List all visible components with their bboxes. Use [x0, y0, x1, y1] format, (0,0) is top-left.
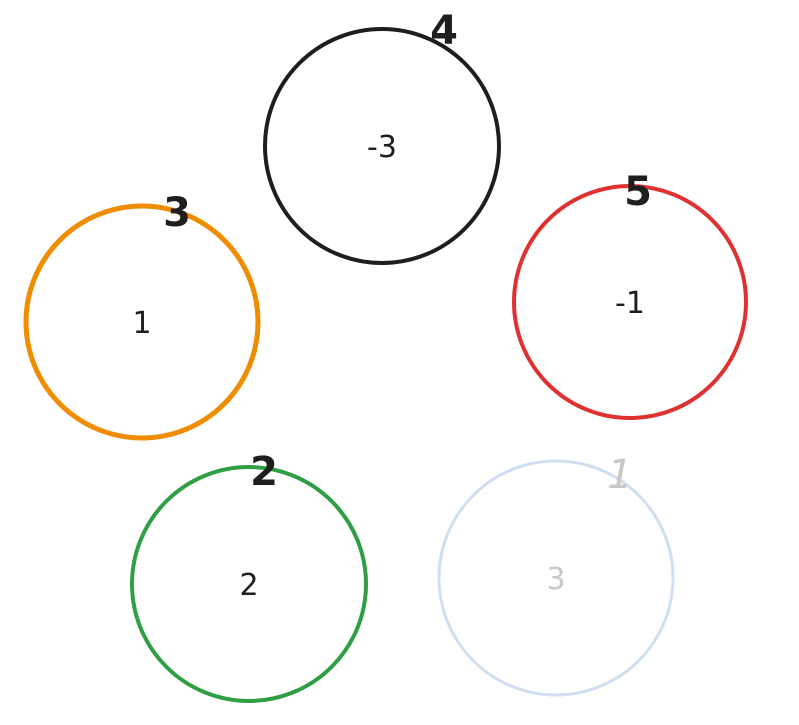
node-faded-value: 3	[546, 562, 565, 597]
node-orange[interactable]: 1 3	[23, 190, 261, 441]
node-orange-ring	[23, 203, 261, 441]
node-red[interactable]: -1 5	[512, 169, 748, 420]
node-green[interactable]: 2 2	[130, 449, 368, 703]
node-black-ring	[263, 27, 501, 265]
node-faded-ring	[437, 459, 675, 697]
node-orange-value: 1	[132, 306, 151, 341]
node-red-ring	[512, 184, 748, 420]
node-faded-order-label: 1	[607, 452, 632, 498]
node-red-order-label: 5	[624, 169, 652, 215]
node-red-value: -1	[615, 286, 645, 321]
node-black-value: -3	[367, 130, 397, 165]
node-black[interactable]: -3 4	[263, 8, 501, 265]
node-orange-order-label: 3	[163, 190, 191, 236]
node-faded[interactable]: 3 1	[437, 452, 675, 697]
node-black-order-label: 4	[430, 8, 458, 54]
node-green-value: 2	[239, 568, 258, 603]
node-green-ring	[130, 465, 368, 703]
node-green-order-label: 2	[250, 449, 278, 495]
